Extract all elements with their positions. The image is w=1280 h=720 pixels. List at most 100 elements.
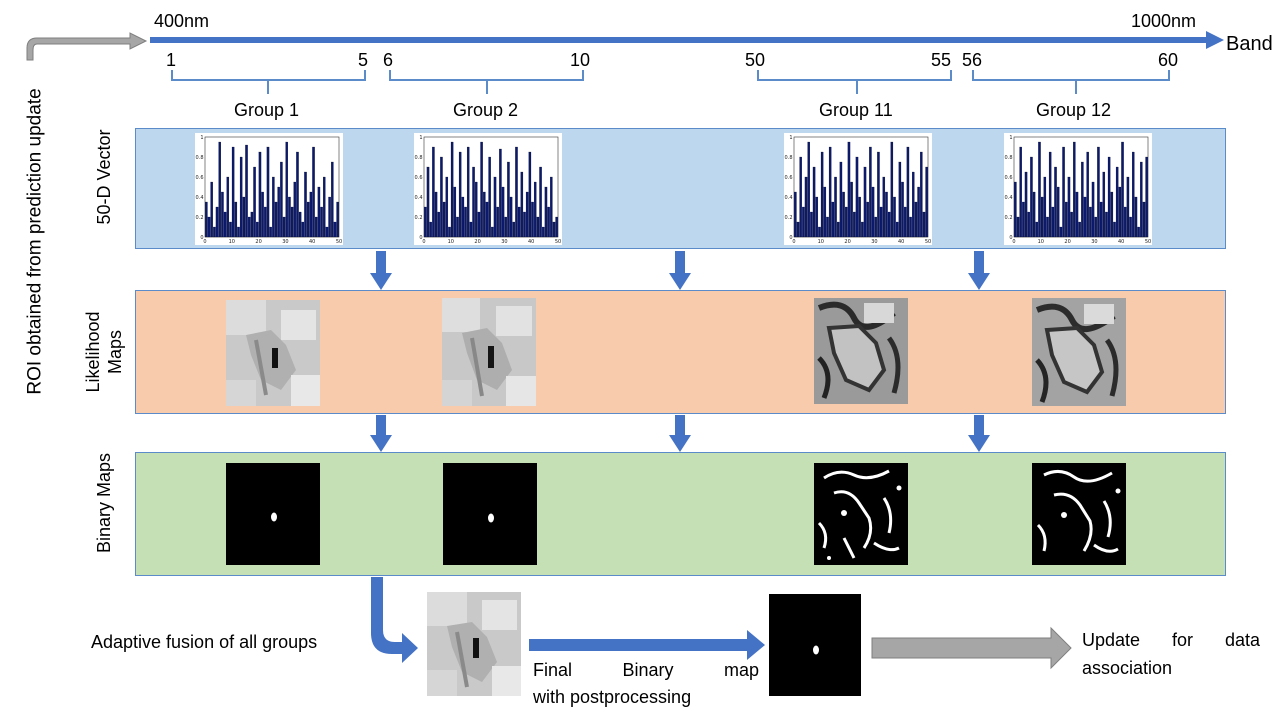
histogram-bar: [810, 211, 813, 238]
histogram-bar: [488, 156, 491, 238]
histogram-bar: [205, 201, 208, 238]
histogram-y-tick: 0.6: [196, 175, 204, 181]
histogram-bar: [453, 186, 457, 238]
group-1-likelihood-map: [226, 300, 320, 406]
histogram-bar: [898, 161, 902, 238]
histogram-x-tick: 10: [448, 239, 454, 245]
histogram-bar: [226, 176, 230, 238]
histogram-x-tick: 20: [1064, 239, 1070, 245]
histogram-bar: [1086, 151, 1089, 238]
histogram-bar: [828, 146, 832, 238]
histogram-bar: [245, 144, 248, 238]
group-2-binary-map: [443, 463, 537, 565]
histogram-bar: [1016, 216, 1020, 238]
histogram-bar: [893, 196, 896, 238]
histogram-bar: [912, 171, 915, 238]
group-12-label: Group 12: [1036, 100, 1112, 120]
histogram-bar: [1115, 166, 1119, 238]
histogram-bar: [922, 211, 926, 238]
band-tick-56: 56: [962, 50, 983, 70]
histogram-bar: [1075, 191, 1079, 238]
histogram-x-tick: 0: [422, 239, 425, 245]
histogram-bar: [542, 226, 545, 238]
histogram-y-tick: 1: [1009, 135, 1012, 141]
histogram-bar: [1129, 216, 1132, 238]
histogram-bar: [895, 221, 899, 238]
histogram-bar: [901, 181, 904, 238]
histogram-bar: [1142, 201, 1146, 238]
histogram-bar: [429, 221, 432, 238]
histogram-bar: [437, 211, 440, 238]
down-arrow-group-1-likelihood: [370, 415, 392, 452]
histogram-bar: [804, 176, 808, 238]
histogram-bar: [855, 156, 859, 238]
histogram-bar: [1032, 191, 1036, 238]
histogram-bar: [874, 216, 877, 238]
histogram-bar: [239, 156, 243, 238]
histogram-bar: [464, 206, 467, 238]
histogram-bar: [871, 186, 875, 238]
histogram-bar: [242, 196, 246, 238]
histogram-bar: [509, 196, 513, 238]
histogram-y-tick: 0.2: [196, 215, 204, 221]
histogram-bar: [331, 161, 334, 238]
group-2-label: Group 2: [453, 100, 519, 120]
histogram-bar: [304, 171, 307, 238]
histogram-bar: [906, 146, 910, 238]
histogram-bar: [1038, 141, 1041, 238]
histogram-bar: [450, 141, 454, 238]
histogram-bar: [866, 201, 869, 238]
histogram-bar: [914, 201, 918, 238]
histogram-bar: [1022, 201, 1025, 238]
histogram-bar: [461, 196, 465, 238]
histogram-bar: [861, 221, 864, 238]
histogram-bar: [207, 216, 211, 238]
down-arrow-group-mid-likelihood: [669, 415, 691, 452]
histogram-y-tick: 0.8: [415, 155, 423, 161]
histogram-bar: [1019, 146, 1022, 238]
histogram-bar: [298, 211, 302, 238]
histogram-bar: [325, 226, 329, 238]
histogram-bar: [256, 221, 259, 238]
fusion-elbow-arrow: [371, 577, 418, 663]
final-binary-label: Final Binary map with postprocessing: [533, 657, 759, 711]
histogram-bar: [925, 166, 928, 238]
histogram-bar: [799, 156, 802, 238]
histogram-y-tick: 0.2: [1005, 215, 1013, 221]
histogram-bar: [515, 146, 518, 238]
histogram-bar: [890, 141, 894, 238]
histogram-y-tick: 0: [419, 235, 422, 241]
histogram-y-tick: 0.6: [415, 175, 423, 181]
histogram-x-tick: 0: [792, 239, 795, 245]
histogram-bar: [458, 151, 462, 238]
histogram-bar: [432, 146, 435, 238]
histogram-x-tick: 10: [1038, 239, 1044, 245]
end-wavelength-label: 1000nm: [1131, 11, 1197, 31]
histogram-bar: [290, 206, 294, 238]
histogram-y-tick: 0.2: [415, 215, 423, 221]
histogram-bar: [845, 206, 848, 238]
histogram-bar: [1102, 171, 1106, 238]
histogram-bar: [1121, 141, 1124, 238]
histogram-y-tick: 0: [789, 235, 792, 241]
histogram-bar: [306, 201, 310, 238]
histogram-bar: [434, 191, 438, 238]
final-binary-arrow: [529, 630, 765, 660]
histogram-x-tick: 50: [925, 239, 931, 245]
histogram-bar: [820, 151, 824, 238]
histogram-bar: [485, 201, 489, 238]
histogram-bar: [1137, 226, 1140, 238]
histogram-y-tick: 0.4: [785, 195, 793, 201]
histogram-bar: [1132, 151, 1135, 238]
group-11-likelihood-map: [814, 298, 908, 404]
histogram-bar: [823, 186, 827, 238]
histogram-bar: [277, 186, 280, 238]
histogram-bar: [258, 151, 262, 238]
histogram-bar: [1107, 156, 1111, 238]
histogram-x-tick: 30: [1091, 239, 1097, 245]
fused-likelihood-map: [427, 592, 521, 696]
